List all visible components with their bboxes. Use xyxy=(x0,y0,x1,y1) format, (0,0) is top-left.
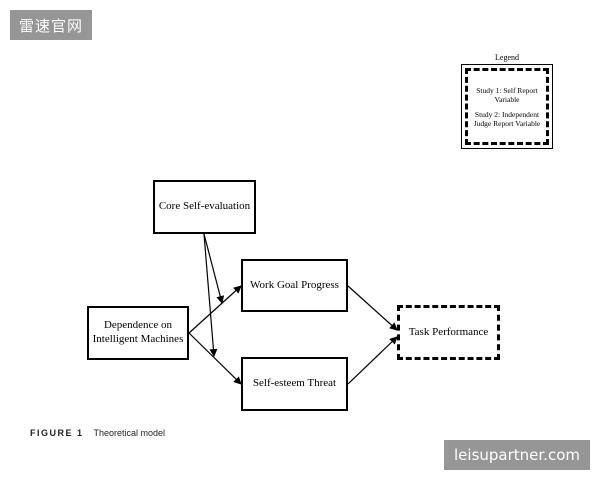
node-core-self-evaluation: Core Self-evaluation xyxy=(153,180,256,234)
arrow-core-to-self-esteem-path xyxy=(203,233,218,357)
node-task-performance-label: Task Performance xyxy=(408,325,489,338)
node-core-self-evaluation-label: Core Self-evaluation xyxy=(158,200,251,213)
legend-title: Legend xyxy=(495,53,519,62)
node-self-esteem-threat: Self-esteem Threat xyxy=(241,357,348,411)
legend-entry-study2-line1: Study 2: Independent xyxy=(474,109,540,119)
node-self-esteem-threat-label: Self-esteem Threat xyxy=(252,377,337,390)
legend-entry-study1: Study 1: Self Report Variable xyxy=(476,86,537,104)
arrow-core-to-work-path xyxy=(203,233,225,304)
legend-box: Study 1: Self Report Variable Study 2: I… xyxy=(461,64,553,149)
legend-entry-study2: Study 2: Independent Judge Report Variab… xyxy=(474,110,541,128)
node-dependence-on-intelligent-machines: Dependence on Intelligent Machines xyxy=(87,306,189,360)
node-task-performance: Task Performance xyxy=(397,305,500,360)
watermark-bottom-text: leisupartner.com xyxy=(454,446,580,464)
legend-entry-study1-line2: Variable xyxy=(494,94,520,104)
node-dependence-label-line1: Dependence on xyxy=(103,319,173,332)
arrow-dependence-to-work-goal xyxy=(188,285,242,334)
legend-entry-study1-line1: Study 1: Self Report xyxy=(476,85,538,95)
node-work-goal-progress: Work Goal Progress xyxy=(241,259,348,312)
watermark-top: 雷速官网 xyxy=(10,10,92,40)
arrow-dependence-to-self-esteem xyxy=(188,332,242,385)
node-dependence-label-line2: Intelligent Machines xyxy=(92,333,184,345)
node-work-goal-progress-label: Work Goal Progress xyxy=(250,278,339,291)
figure-caption-label: FIGURE 1 xyxy=(30,428,84,438)
arrow-self-esteem-to-task xyxy=(347,336,398,385)
figure-caption: FIGURE 1 Theoretical model xyxy=(30,428,165,438)
watermark-top-text: 雷速官网 xyxy=(18,16,83,35)
legend-dashed-frame: Study 1: Self Report Variable Study 2: I… xyxy=(465,68,549,145)
arrow-work-goal-to-task xyxy=(347,285,398,331)
legend-entry-study2-line2: Judge Report Variable xyxy=(473,118,541,128)
figure-caption-text: Theoretical model xyxy=(93,428,166,438)
watermark-bottom: leisupartner.com xyxy=(444,440,590,470)
